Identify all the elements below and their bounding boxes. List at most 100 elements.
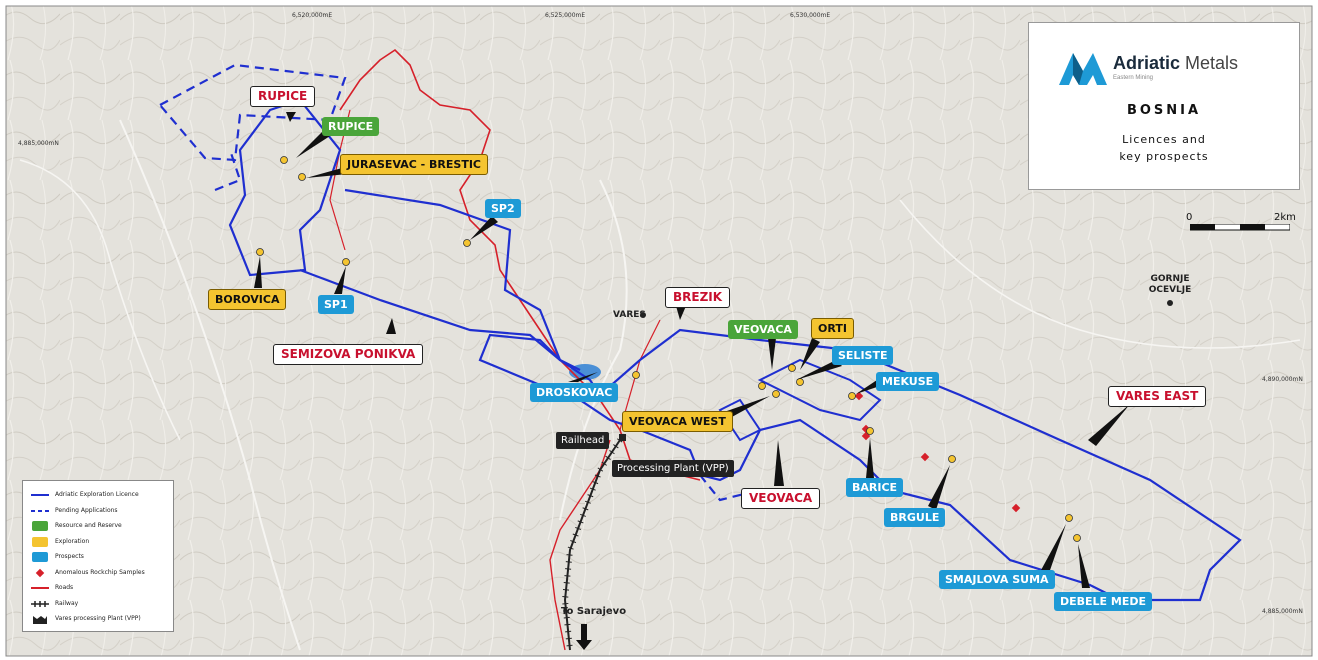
green-box-icon (32, 521, 48, 531)
place-gornje-line1: GORNJE (1150, 274, 1190, 284)
legend-label: Pending Applications (55, 506, 118, 514)
grid-label-top1: 6,520,000mE (292, 12, 333, 19)
label-railhead[interactable]: Railhead (556, 432, 610, 449)
town-marker-gornje (1167, 300, 1173, 306)
prospect-dot (848, 392, 856, 400)
legend-label: Anomalous Rockchip Samples (55, 568, 145, 576)
blue-box-icon (32, 552, 48, 562)
prospect-dot (1073, 534, 1081, 542)
scale-label-0: 0 (1186, 212, 1193, 223)
prospect-dot (866, 427, 874, 435)
label-rupice-red[interactable]: RUPICE (250, 86, 316, 107)
river (559, 179, 628, 521)
exploration-licence (757, 358, 882, 422)
label-vares-east[interactable]: VARES EAST (1108, 386, 1207, 407)
label-barice[interactable]: BARICE (846, 478, 904, 497)
prospect-dot (758, 382, 766, 390)
map-subtitle: Licences and key prospects (1029, 131, 1299, 165)
to-sarajevo-arrow (576, 624, 592, 650)
label-to-sarajevo: To Sarajevo (561, 606, 627, 617)
pending-application (158, 63, 347, 162)
prospect-dot (342, 258, 350, 266)
label-veovaca-red[interactable]: VEOVACA (741, 488, 821, 509)
subtitle-line2: key prospects (1119, 150, 1209, 163)
brand-name: Adriatic Metals (1113, 53, 1238, 74)
scale-label-2km: 2km (1274, 212, 1296, 223)
label-sp1[interactable]: SP1 (318, 295, 354, 314)
legend-label: Railway (55, 599, 79, 607)
grid-label-top3: 6,530,000mE (790, 12, 831, 19)
plant-icon (33, 616, 47, 624)
label-mekuse[interactable]: MEKUSE (876, 372, 940, 391)
legend-label: Adriatic Exploration Licence (55, 491, 139, 498)
prospect-dot (280, 156, 288, 164)
prospect-dot (256, 248, 264, 256)
railhead-marker (619, 434, 626, 441)
place-gornje-line2: OCEVLJE (1148, 285, 1192, 295)
label-orti[interactable]: ORTI (811, 318, 854, 339)
label-brgule[interactable]: BRGULE (884, 508, 946, 527)
prospect-dot (948, 455, 956, 463)
legend-label: Resource and Reserve (55, 522, 122, 529)
label-smajlova-suma[interactable]: SMAJLOVA SUMA (939, 570, 1055, 589)
prospect-dot (796, 378, 804, 386)
river (19, 159, 181, 441)
grid-label-right1: 4,890,000mN (1262, 376, 1303, 383)
label-brezik[interactable]: BREZIK (665, 287, 731, 308)
prospect-dot (1065, 514, 1073, 522)
solid-line-icon (31, 494, 49, 496)
label-droskovac[interactable]: DROSKOVAC (530, 383, 619, 402)
legend-label: Exploration (55, 537, 90, 545)
place-gornje-ocevlje: GORNJE OCEVLJE (1145, 274, 1195, 296)
grid-label-right2: 4,885,000mN (1262, 608, 1303, 615)
rockchip-sample (1011, 503, 1021, 513)
town-marker-vares (640, 312, 646, 318)
rockchip-sample (854, 391, 864, 401)
title-box: Adriatic Metals Eastern Mining BOSNIA Li… (1028, 22, 1300, 190)
prospect-dot (772, 390, 780, 398)
label-sp2[interactable]: SP2 (485, 199, 521, 218)
grid-label-left1: 4,885,000mN (18, 140, 59, 147)
prospect-dot (788, 364, 796, 372)
river (119, 119, 301, 651)
yellow-box-icon (32, 536, 48, 547)
red-line-icon (31, 587, 49, 589)
red-diamond-icon (35, 568, 45, 577)
grid-label-top2: 6,525,000mE (545, 12, 586, 19)
exploration-licence (718, 398, 762, 442)
region-title: BOSNIA (1126, 103, 1202, 118)
label-jurasevac-brestic[interactable]: JURASEVAC - BRESTIC (340, 154, 488, 175)
label-borovica[interactable]: BOROVICA (208, 289, 287, 310)
pending-application (214, 149, 242, 192)
label-processing-plant[interactable]: Processing Plant (VPP) (612, 460, 734, 477)
brand-subtitle: Eastern Mining (1113, 75, 1154, 81)
legend-label: Prospects (55, 553, 84, 560)
railway-icon (31, 600, 49, 607)
place-vares: VARES (613, 310, 646, 320)
railway (563, 439, 621, 651)
label-veovaca-west[interactable]: VEOVACA WEST (622, 411, 733, 432)
prospect-dot (298, 173, 306, 181)
brand-bold: Adriatic (1113, 53, 1181, 73)
label-seliste[interactable]: SELISTE (832, 346, 894, 365)
scale-bar-graphic (1190, 224, 1290, 231)
label-debele-mede[interactable]: DEBELE MEDE (1054, 592, 1153, 611)
label-veovaca-green[interactable]: VEOVACA (728, 320, 798, 339)
subtitle-line1: Licences and (1122, 133, 1206, 146)
prospect-dot (463, 239, 471, 247)
pending-application (699, 474, 761, 502)
river (899, 199, 1301, 349)
legend-label: Roads (55, 584, 74, 591)
adriatic-logo-icon (1059, 53, 1107, 85)
exploration-licence (299, 268, 561, 361)
leader-lines (254, 112, 1130, 588)
rockchip-sample (920, 452, 930, 462)
label-semizova-ponikva[interactable]: SEMIZOVA PONIKVA (273, 344, 424, 365)
label-rupice-green[interactable]: RUPICE (322, 117, 380, 136)
legend-label: Vares processing Plant (VPP) (55, 615, 141, 622)
road (339, 48, 581, 381)
exploration-dots (256, 156, 1081, 542)
dashed-line-icon (31, 509, 49, 512)
